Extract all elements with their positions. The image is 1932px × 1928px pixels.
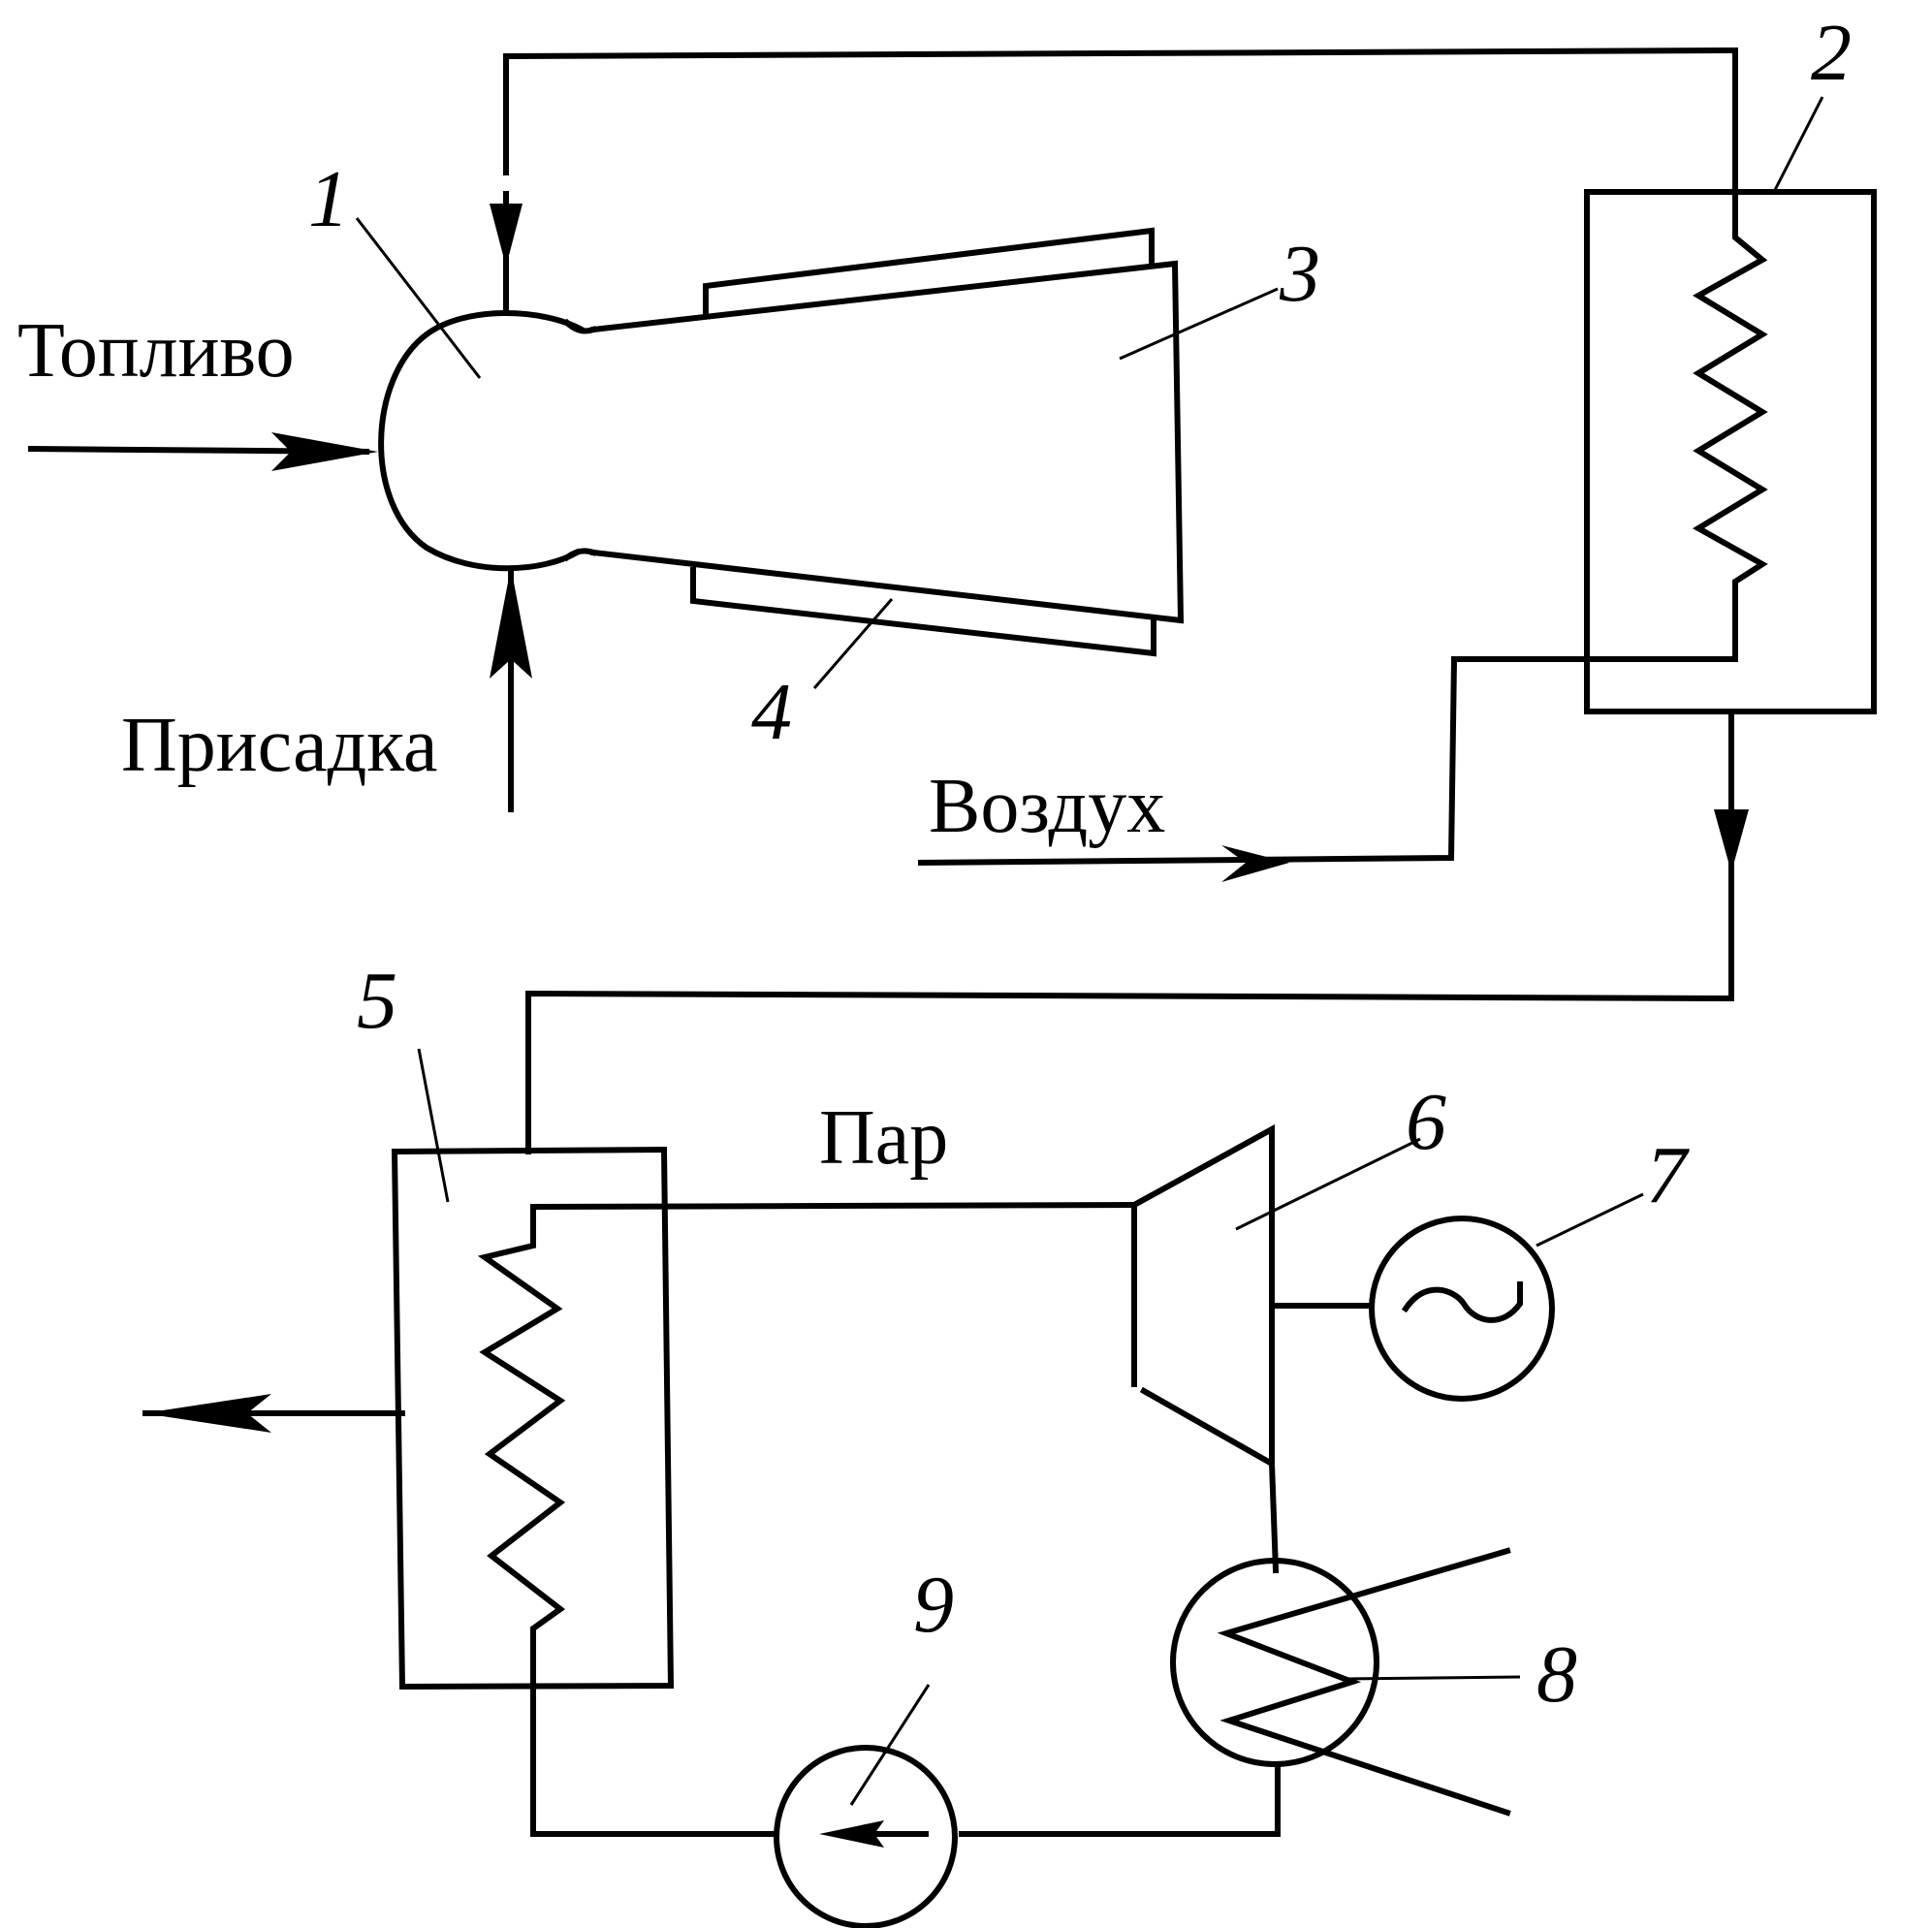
number-9: 9	[913, 1560, 954, 1650]
combustion-chamber	[378, 310, 586, 572]
leader-line-5	[417, 1048, 450, 1203]
number-8: 8	[1536, 1629, 1577, 1720]
leader-line-8	[1342, 1675, 1521, 1681]
number-4: 4	[751, 667, 792, 757]
magnet-top-plate	[703, 227, 1155, 315]
fuel-label: Топливо	[17, 308, 295, 394]
ac-wave-icon	[1401, 1281, 1523, 1323]
arrow-left-icon	[143, 1394, 271, 1433]
number-1: 1	[308, 154, 349, 244]
condenser-coil	[1217, 1547, 1511, 1817]
leader-line-9	[849, 1684, 931, 1806]
leader-line-1	[355, 217, 482, 379]
leader-line-7	[1536, 1192, 1644, 1248]
boiler-coil	[477, 1204, 566, 1825]
arrow-up-icon	[490, 567, 532, 679]
leader-line-2	[1772, 96, 1824, 193]
steam-label: Пар	[819, 1095, 948, 1181]
turbine-exhaust-pipe	[1268, 1460, 1280, 1574]
boiler-box	[391, 1146, 675, 1691]
additive-label: Присадка	[121, 703, 437, 788]
leader-line-4	[812, 598, 894, 689]
chamber-neck-bottom	[562, 548, 597, 562]
generator-circle	[1369, 1216, 1555, 1402]
arrow-right-icon	[1221, 845, 1289, 882]
air-inlet-pipe	[917, 656, 1738, 867]
condensate-pipe	[959, 1761, 1281, 1837]
magnet-bottom-plate	[690, 567, 1156, 657]
number-3: 3	[1279, 229, 1320, 319]
number-5: 5	[357, 956, 397, 1046]
number-7: 7	[1646, 1130, 1690, 1220]
leader-line-3	[1119, 287, 1279, 361]
air-heater-box	[1584, 189, 1877, 714]
arrow-down-icon	[1714, 809, 1749, 872]
mhd-channel	[589, 260, 1185, 624]
top-return-pipe	[503, 47, 1738, 231]
feedwater-pipe	[530, 1819, 778, 1837]
arrow-left-icon	[819, 1820, 884, 1848]
arrow-right-icon	[271, 432, 378, 471]
number-6: 6	[1406, 1077, 1446, 1167]
air-label: Воздух	[929, 764, 1165, 849]
steam-pipe	[529, 1201, 1138, 1211]
air-heater-coil	[1693, 225, 1768, 662]
number-2: 2	[1811, 8, 1852, 98]
turbine-body	[1129, 1123, 1275, 1470]
flue-gas-pipe	[525, 990, 1735, 1154]
leader-line-6	[1235, 1137, 1421, 1231]
